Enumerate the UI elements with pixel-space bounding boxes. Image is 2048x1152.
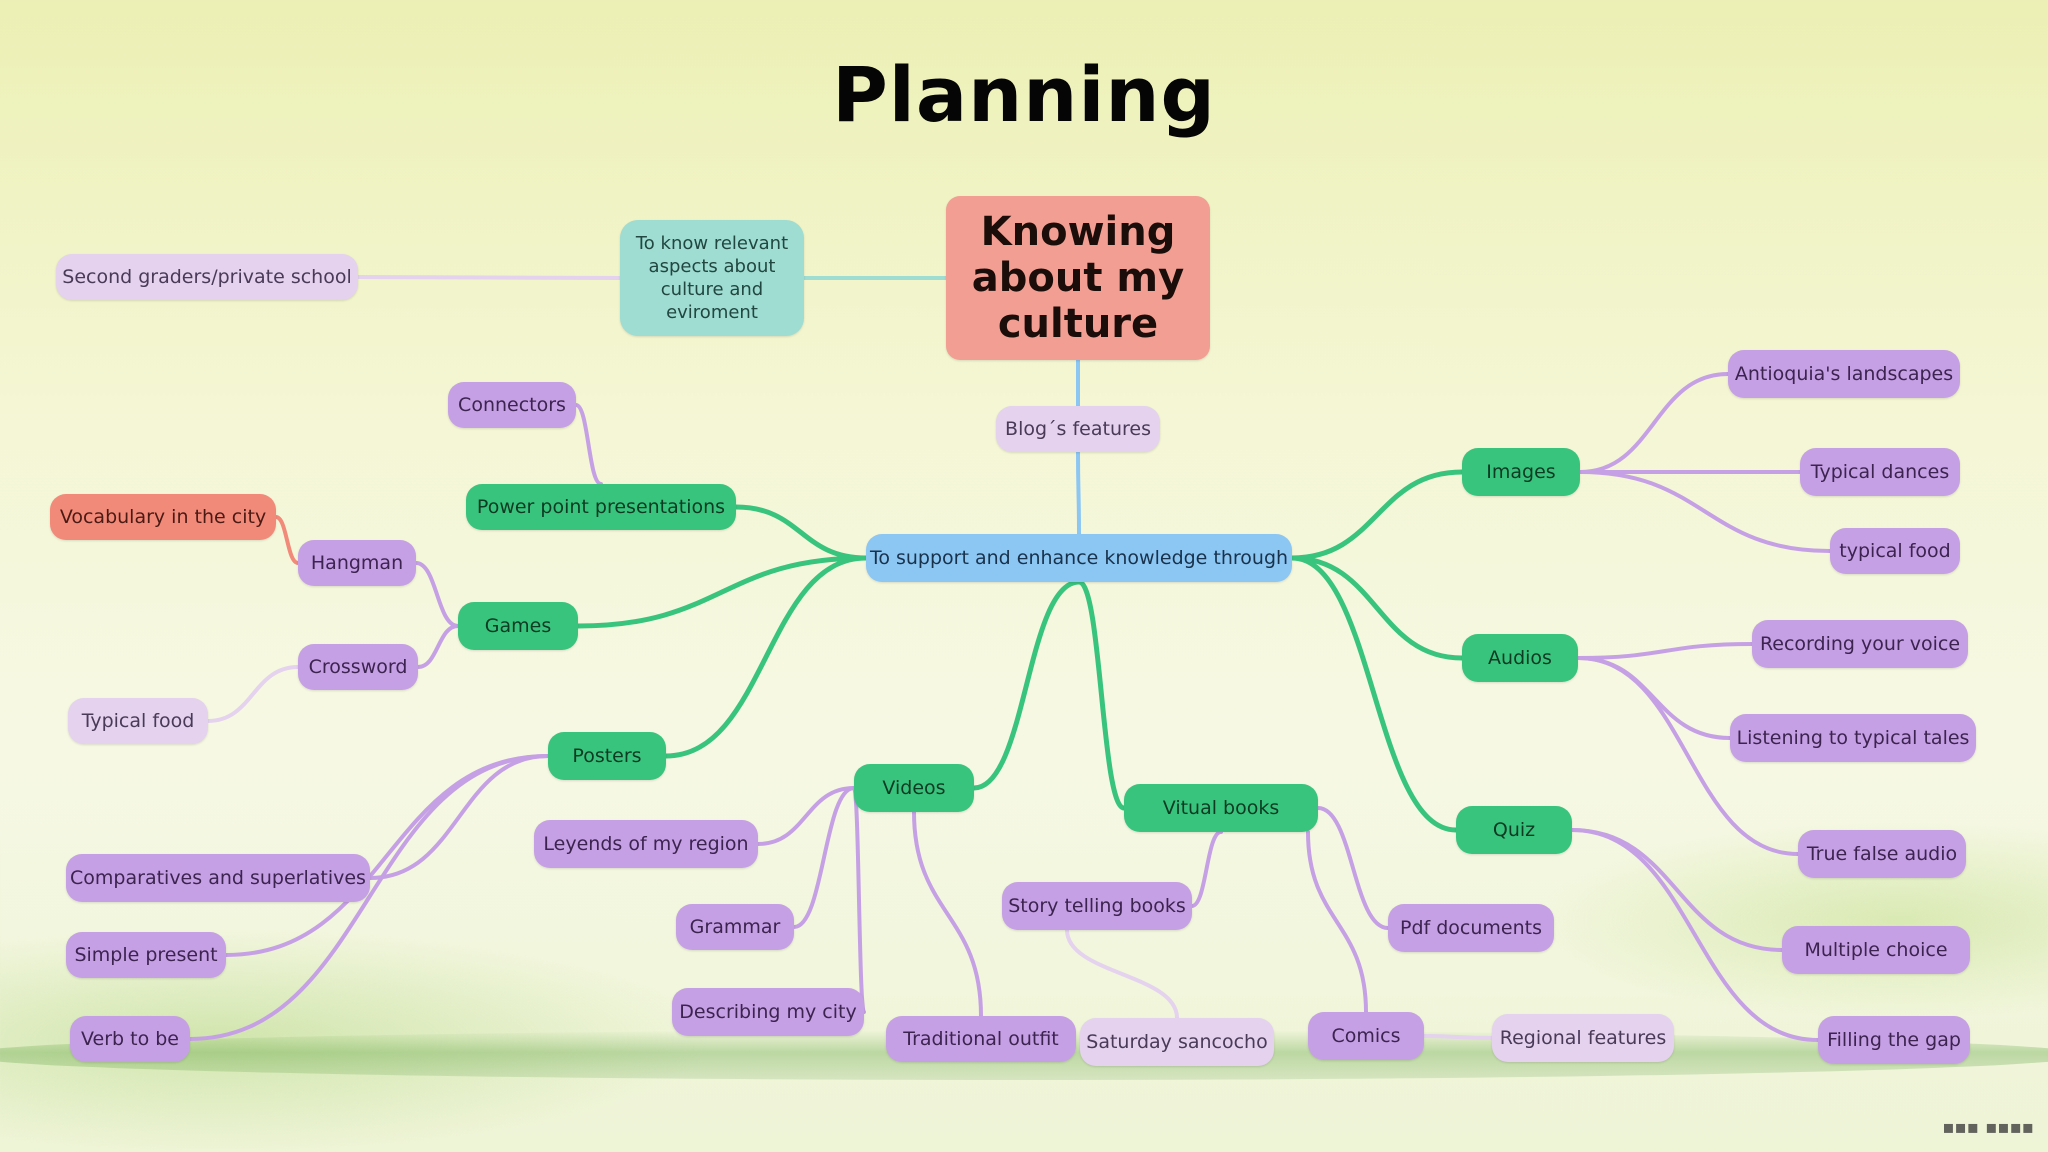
traditional-outfit-node: Traditional outfit [886,1016,1076,1062]
virtual-books-node: Vitual books [1124,784,1318,832]
crossword-node: Crossword [298,644,418,690]
link-videos-grammar-node [792,786,856,929]
true-false-node: True false audio [1798,830,1966,878]
multiple-choice-node: Multiple choice [1782,926,1970,974]
link-images-landscapes-node [1578,372,1730,474]
link-hub-audios-node [1289,555,1465,661]
link-vbooks-comics [1306,830,1368,1014]
power-point-node: Power point presentations [466,484,736,530]
link-games-crossword-node [416,624,460,669]
link-pp-connectors [574,403,603,486]
audios-node: Audios [1462,634,1578,682]
simple-present-node: Simple present [66,932,226,978]
link-games-hangman-node [414,561,460,628]
saturday-sancocho-node: Saturday sancocho [1080,1018,1274,1066]
link-hub-images-node [1289,469,1465,561]
link-images-typical-food-right-node [1578,470,1832,553]
pdf-documents-node: Pdf documents [1388,904,1554,952]
link-comics-regional [1422,1034,1494,1040]
verb-to-be-node: Verb to be [70,1016,190,1062]
link-hub-virtual-books-node [1076,579,1127,811]
link-objective-audience [356,275,622,280]
grammar-node: Grammar [676,904,794,950]
posters-node: Posters [548,732,666,780]
link-hub-quiz-node [1289,555,1459,833]
hangman-node: Hangman [298,540,416,586]
link-vbooks-story [1190,830,1223,908]
comics-node: Comics [1308,1012,1424,1060]
typical-food-right-node: typical food [1830,528,1960,574]
link-videos-outfit [912,810,983,1018]
link-blog-hub [1076,450,1081,536]
videos-node: Videos [854,764,974,812]
story-books-node: Story telling books [1002,882,1192,930]
link-vbooks-pdf [1316,806,1390,930]
link-hub-posters-node [663,555,869,759]
recording-voice-node: Recording your voice [1752,620,1968,668]
link-hub-power-point-node [733,504,869,561]
link-hangman-vocabulary [274,515,300,565]
link-posters-verb-to-be-node [188,754,550,1041]
landscapes-node: Antioquia's landscapes [1728,350,1960,398]
slide-title: Planning [832,50,1216,139]
hub-node: To support and enhance knowledge through [866,534,1292,582]
link-story-sancocho [1065,928,1179,1020]
vocabulary-city-node: Vocabulary in the city [50,494,276,540]
typical-dances-node: Typical dances [1800,448,1960,496]
audience-node: Second graders/private school [56,254,358,300]
link-videos-leyends-node [756,786,856,846]
link-posters-comparatives-node [368,754,550,880]
typical-tales-node: Listening to typical tales [1730,714,1976,762]
link-quiz-multiple-choice-node [1570,828,1784,952]
link-hub-videos-node [971,579,1082,791]
link-audios-true-false-node [1576,656,1800,856]
link-crossword-food [206,665,300,723]
leyends-node: Leyends of my region [534,820,758,868]
quiz-node: Quiz [1456,806,1572,854]
link-videos-describing-city-node [852,786,866,1014]
link-audios-recording-voice-node [1576,642,1754,660]
watermark-logo: ▪▪▪ ▪▪▪▪ [1942,1117,2034,1138]
typical-food-left-node: Typical food [68,698,208,744]
filling-gap-node: Filling the gap [1818,1016,1970,1064]
root-node: Knowing about my culture [946,196,1210,360]
blog-features-node: Blog´s features [996,406,1160,452]
regional-features-node: Regional features [1492,1014,1674,1062]
describing-city-node: Describing my city [672,988,864,1036]
link-hub-games-node [575,555,869,629]
games-node: Games [458,602,578,650]
connectors-node: Connectors [448,382,576,428]
images-node: Images [1462,448,1580,496]
link-quiz-filling-gap-node [1570,828,1820,1042]
link-audios-typical-tales-node [1576,656,1732,740]
comparatives-node: Comparatives and superlatives [66,854,370,902]
objective-node: To know relevant aspects about culture a… [620,220,804,336]
